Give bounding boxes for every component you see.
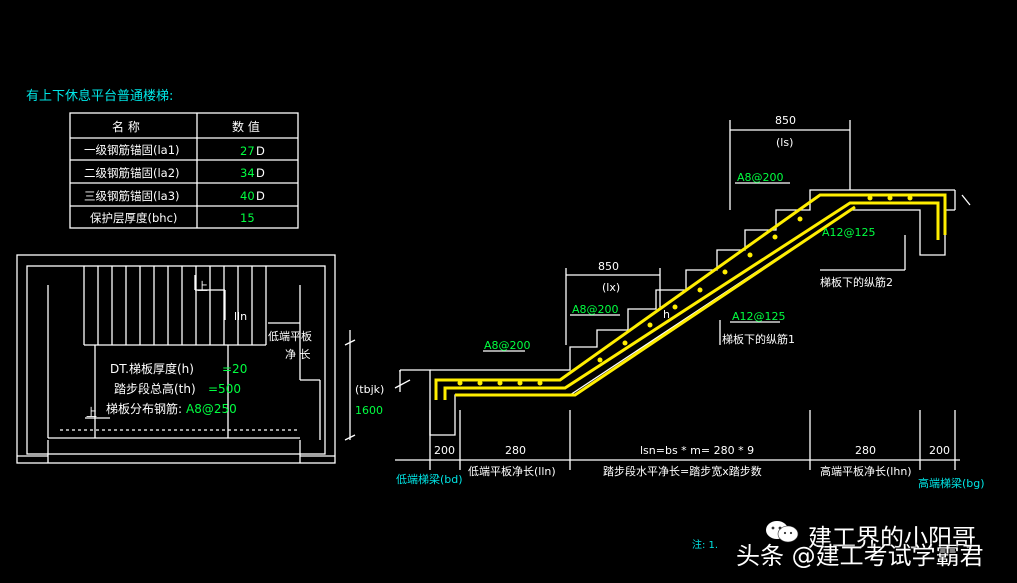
table-row-name: 二级钢筋锚固(la2)	[84, 166, 180, 180]
stair-plan	[16, 254, 356, 464]
note-prefix: 注: 1.	[692, 538, 718, 551]
table-row-value: 27	[240, 144, 255, 158]
table-row-name: 一级钢筋锚固(la1)	[84, 143, 180, 157]
label-bottom-bar2: 梯板下的纵筋2	[820, 275, 893, 289]
table-row-value: 15	[240, 211, 255, 225]
dim-bottom: 200	[929, 444, 950, 457]
table-row-unit: D	[256, 144, 265, 158]
dim-ls: (ls)	[776, 136, 793, 149]
plan-low-platform-label: 低端平板	[268, 329, 312, 343]
dim-bottom: 280	[855, 444, 876, 457]
dim-bottom: lsn=bs * m= 280 * 9	[640, 444, 754, 457]
table-row-name: 三级钢筋锚固(la3)	[84, 189, 180, 203]
rebar-label-mid: A8@200	[572, 303, 619, 316]
table-row-value: 34	[240, 166, 255, 180]
dim-lx: (lx)	[602, 281, 620, 294]
watermark-line2: 头条 @建工考试学霸君	[736, 542, 984, 570]
dim-bottom: 200	[434, 444, 455, 457]
drawing-title: 有上下休息平台普通楼梯:	[26, 88, 173, 104]
label-bottom-bar1: 梯板下的纵筋1	[722, 332, 795, 346]
table-row-name: 保护层厚度(bhc)	[90, 211, 177, 225]
rebar-label-a12-lower: A12@125	[732, 310, 786, 323]
table-row-unit: D	[256, 166, 265, 180]
rebar-lines	[434, 193, 947, 400]
wechat-icon	[766, 521, 799, 543]
plan-up-label: 上	[197, 280, 208, 293]
dim-850-top: 850	[775, 114, 796, 127]
watermark-line1: 建工界的小阳哥	[808, 524, 976, 552]
plan-info-label: 踏步段总高(th)	[114, 381, 196, 396]
table-row-unit: D	[256, 189, 265, 203]
plan-info-label: 梯板分布钢筋:	[106, 401, 182, 416]
rebar-label-top: A8@200	[737, 171, 784, 184]
plan-up-label-lower: 上	[86, 406, 97, 419]
plan-dim-tbjk: (tbjk)	[355, 383, 384, 396]
plan-low-platform-label2: 净 长	[285, 347, 311, 361]
rebar-dots	[457, 195, 913, 386]
label-h: h	[663, 308, 670, 321]
rebar-label-a12-upper: A12@125	[822, 226, 876, 239]
label-bottom: 低端梯梁(bd)	[396, 472, 463, 486]
table-header-name: 名 称	[112, 119, 140, 134]
label-bottom: 高端梯梁(bg)	[918, 476, 985, 490]
dim-bottom: 280	[505, 444, 526, 457]
plan-dim-1600: 1600	[355, 404, 383, 417]
rebar-label-left: A8@200	[484, 339, 531, 352]
label-bottom: 高端平板净长(lhn)	[820, 464, 912, 478]
table-header-value: 数 值	[232, 119, 260, 134]
dim-850-mid: 850	[598, 260, 619, 273]
plan-lln-label: lln	[234, 310, 247, 323]
label-bottom: 踏步段水平净长=踏步宽x踏步数	[603, 464, 762, 478]
plan-info-value: =20	[222, 362, 247, 376]
plan-info-value: A8@250	[186, 402, 237, 416]
plan-info-value: =500	[208, 382, 241, 396]
label-bottom: 低端平板净长(lln)	[468, 464, 556, 478]
table-row-value: 40	[240, 189, 255, 203]
plan-info-label: DT.梯板厚度(h)	[110, 361, 194, 376]
param-table	[69, 112, 299, 229]
stair-section-outline	[394, 120, 971, 470]
